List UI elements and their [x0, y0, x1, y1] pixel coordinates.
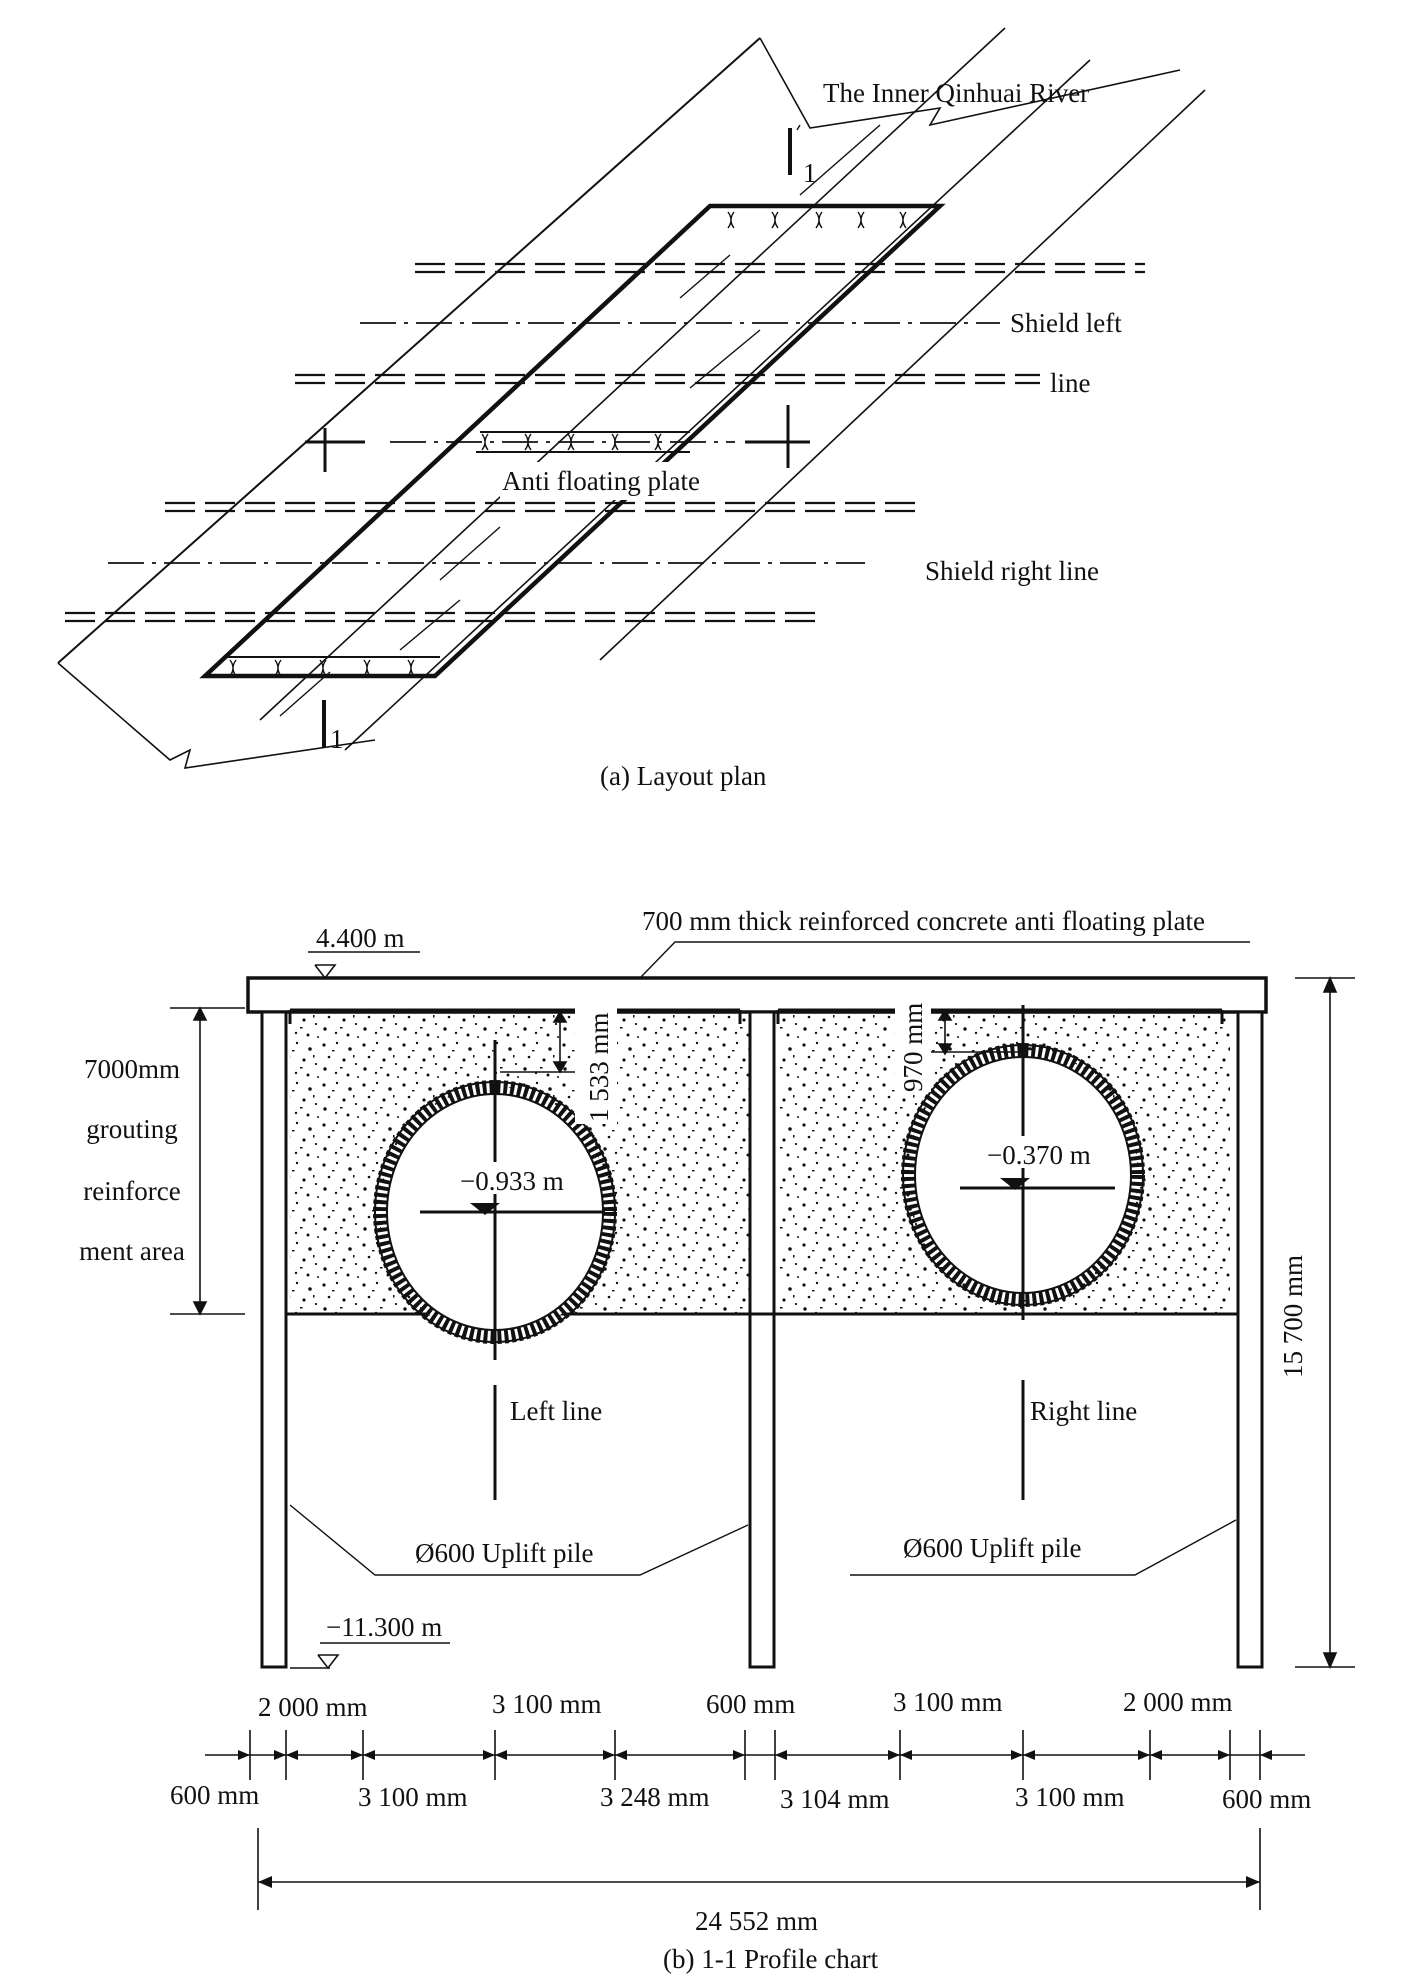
pile-label-left: Ø600 Uplift pile [415, 1538, 593, 1568]
dim-top-3: 600 mm [706, 1689, 795, 1719]
dim-bottom-6: 600 mm [1222, 1784, 1311, 1814]
dim-bottom-1: 600 mm [170, 1780, 259, 1810]
depth-dim-right [930, 1008, 1020, 1056]
river-bank-inner-right [344, 59, 1091, 751]
pile-label-right: Ø600 Uplift pile [903, 1533, 1081, 1563]
anti-floating-plate-label: Anti floating plate [502, 466, 700, 496]
elevation-bottom-mark [290, 1642, 450, 1670]
profile-caption: (b) 1-1 Profile chart [663, 1944, 879, 1974]
profile-section [170, 941, 1355, 1910]
tunnel-dash-lines [65, 262, 1145, 623]
width-dims [205, 1730, 1305, 1910]
pile-middle [748, 1010, 776, 1669]
shield-left-label-1: Shield left [1010, 308, 1122, 338]
dim-top-5: 2 000 mm [1123, 1687, 1233, 1717]
dim-bottom-2: 3 100 mm [358, 1782, 468, 1812]
total-width-label: 24 552 mm [695, 1906, 818, 1936]
pile-row-top [727, 211, 907, 229]
pile-right [1236, 1010, 1264, 1669]
total-height-dim [1295, 975, 1355, 1670]
grouting-label-3: reinforce [83, 1176, 180, 1206]
pile-left [260, 1010, 288, 1669]
dim-top-1: 2 000 mm [258, 1692, 368, 1722]
grouting-label-4: ment area [79, 1236, 185, 1266]
pile-row-bottom [229, 659, 415, 677]
river-label: The Inner Qinhuai River [823, 78, 1089, 108]
left-center-elevation: −0.933 m [460, 1166, 564, 1196]
right-center-elevation: −0.370 m [987, 1140, 1091, 1170]
shield-right-label: Shield right line [925, 556, 1099, 586]
plate-leader [639, 941, 1250, 979]
dim-top-2: 3 100 mm [492, 1689, 602, 1719]
elevation-top-mark [308, 951, 420, 980]
top-break-line [759, 37, 1181, 129]
top-elevation: 4.400 m [316, 923, 405, 953]
right-tunnel-depth: 970 mm [898, 1003, 928, 1092]
dim-bottom-5: 3 100 mm [1015, 1782, 1125, 1812]
section-crosses [305, 405, 810, 472]
grouting-dim [170, 1006, 245, 1316]
shield-left-label-2: line [1050, 368, 1091, 398]
total-height-label: 15 700 mm [1278, 1255, 1308, 1378]
dim-bottom-4: 3 104 mm [780, 1784, 890, 1814]
uplift-piles [260, 1010, 1264, 1669]
dim-top-4: 3 100 mm [893, 1687, 1003, 1717]
grouting-label-1: 7000mm [84, 1054, 180, 1084]
plan-caption: (a) Layout plan [600, 761, 767, 791]
dim-bottom-3: 3 248 mm [600, 1782, 710, 1812]
shield-centre-lines [108, 322, 1000, 564]
anti-floating-plate-outline [199, 203, 946, 679]
section-mark-bottom: 1 [330, 724, 344, 754]
left-line-label: Left line [510, 1396, 602, 1426]
bottom-elevation: −11.300 m [326, 1612, 442, 1642]
pile-leader-left [289, 1504, 749, 1576]
river-bank-outer-left [57, 37, 761, 664]
layout-plan [57, 27, 1206, 769]
left-tunnel-depth: 1 533 mm [584, 1012, 614, 1122]
right-line-label: Right line [1030, 1396, 1137, 1426]
bottom-break-line [57, 662, 376, 769]
pile-leader-right [850, 1519, 1237, 1576]
grouting-label-2: grouting [86, 1114, 178, 1144]
plate-label: 700 mm thick reinforced concrete anti fl… [642, 906, 1205, 936]
section-mark-top: 1 [803, 158, 817, 188]
